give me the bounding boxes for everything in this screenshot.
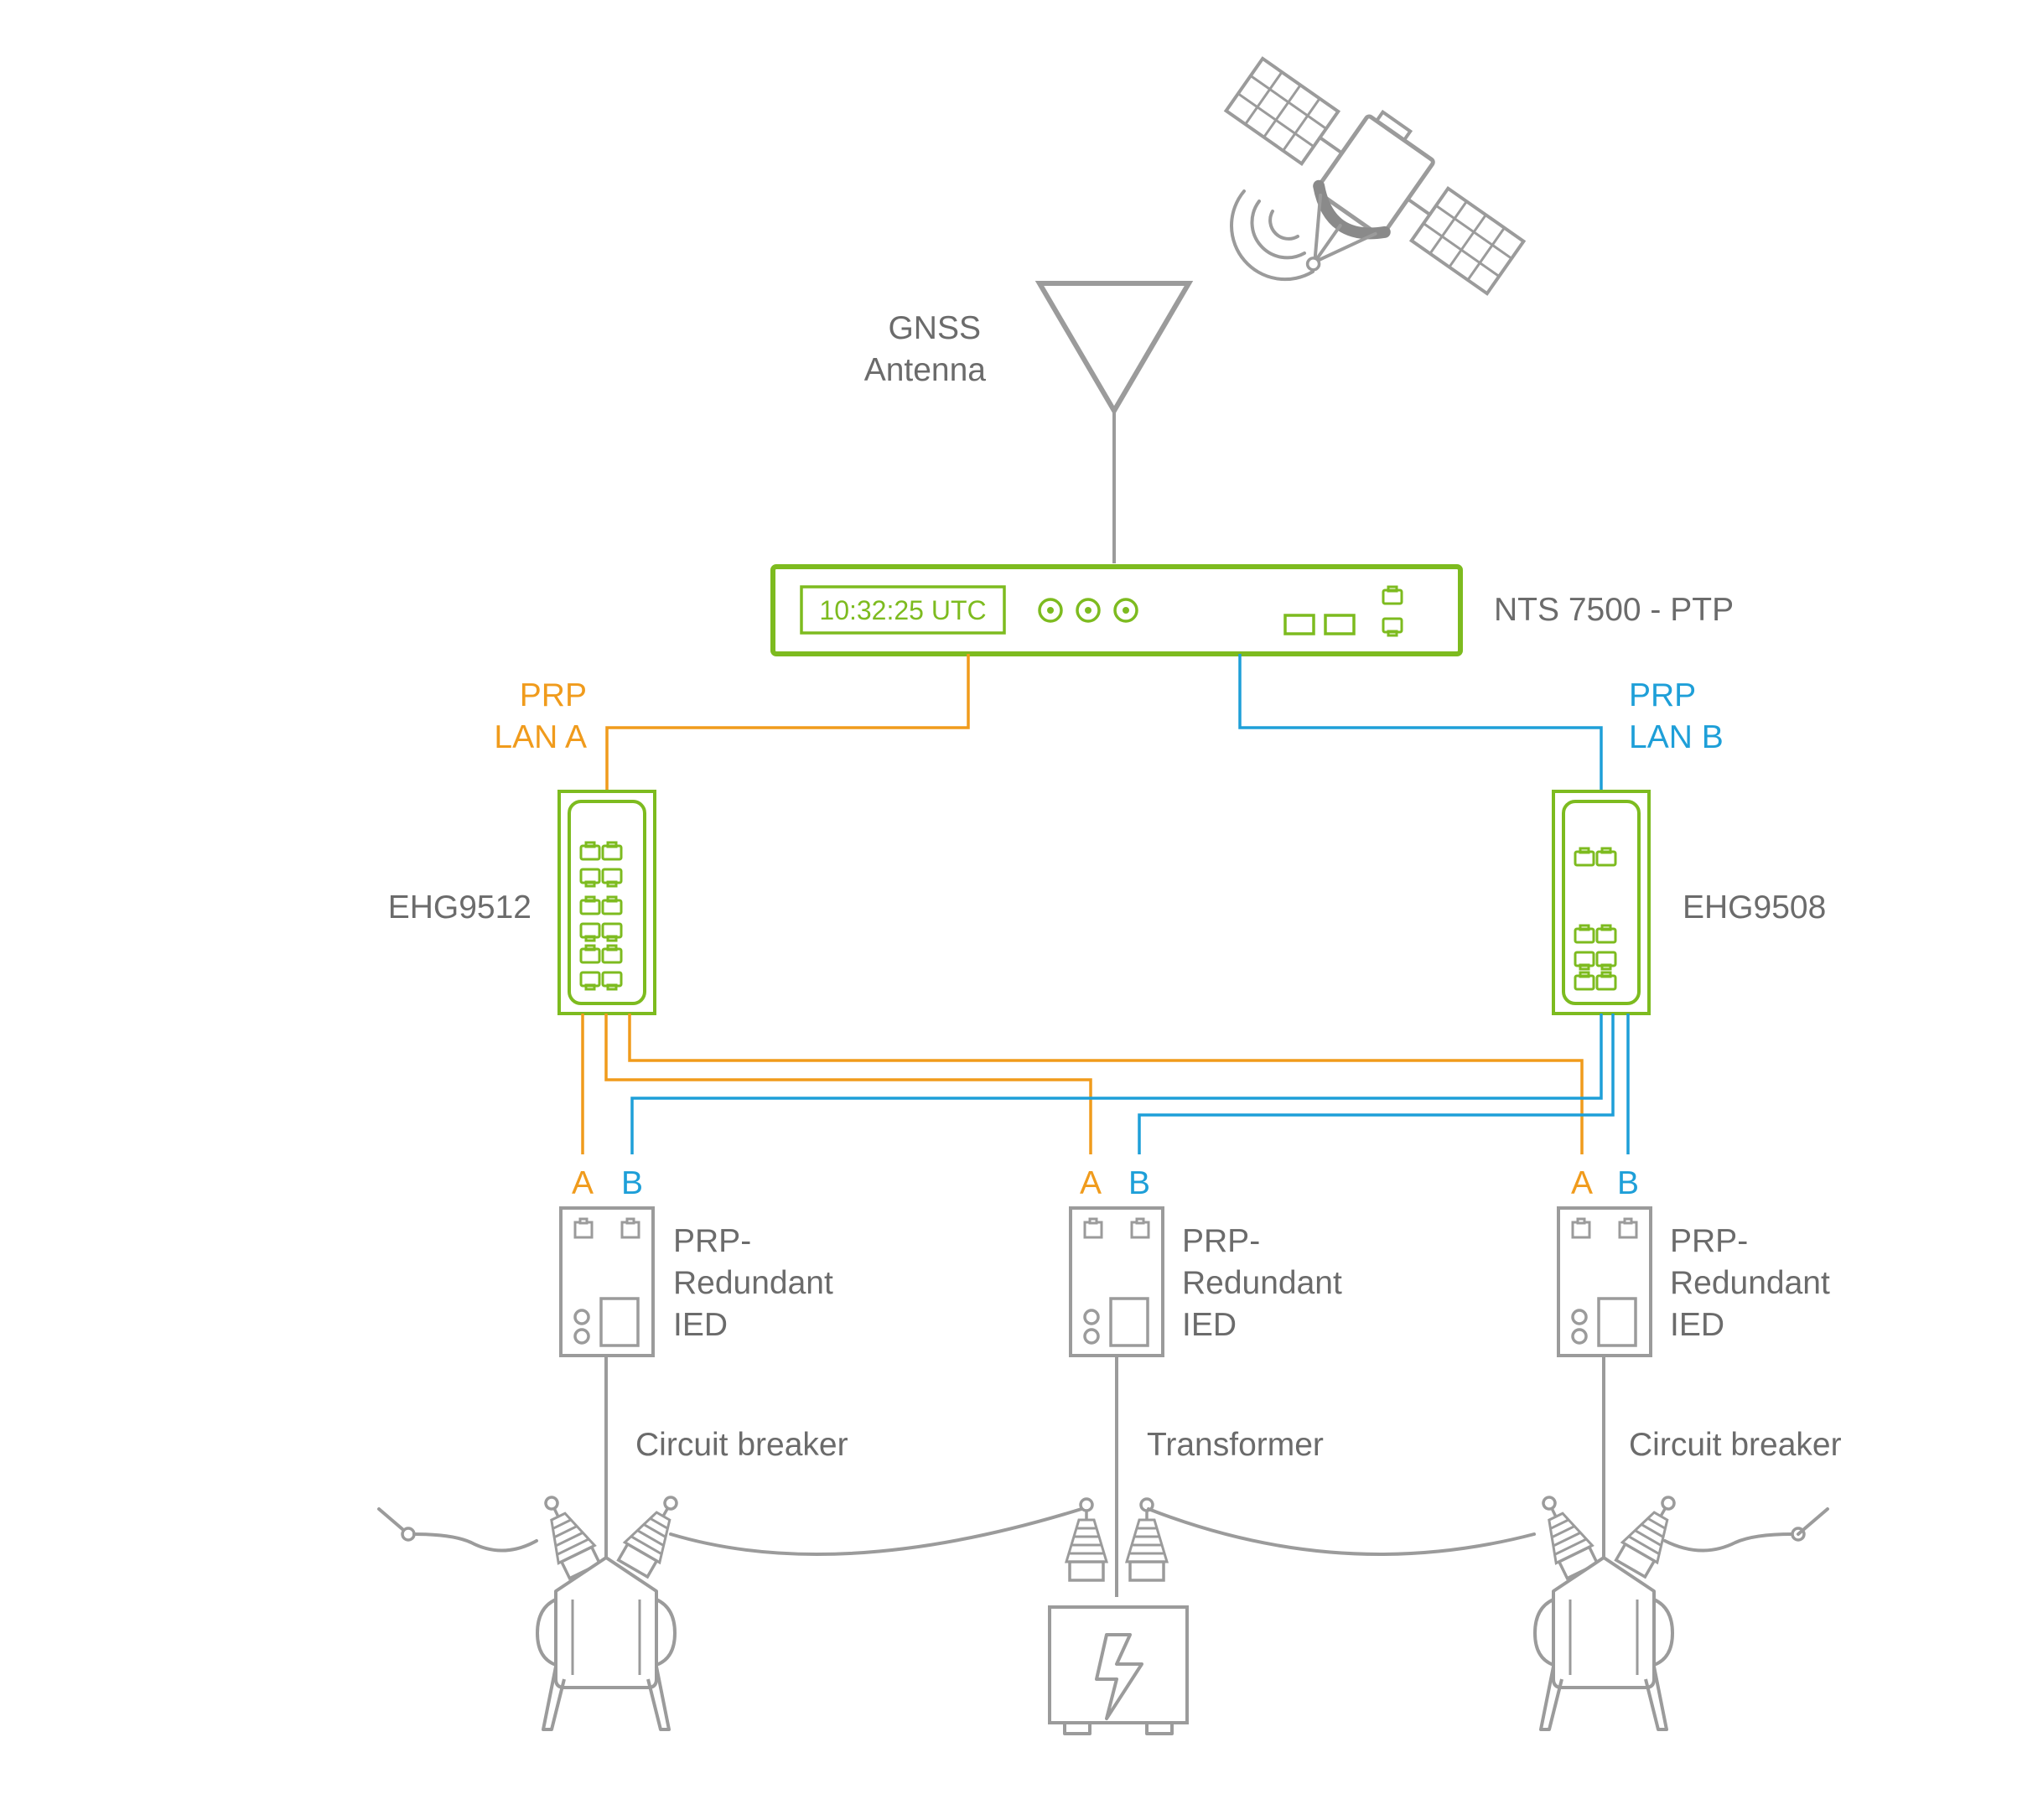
ied-device: A B PRP- Redundant IED	[1069, 1165, 1342, 1357]
lan-a-label-line2: LAN A	[494, 719, 587, 755]
status-led-icon	[1038, 598, 1138, 623]
ied-label-line2: Redundant	[1670, 1265, 1830, 1301]
circuit-breaker-icon	[1528, 1488, 1688, 1729]
server-name: NTS 7500 - PTP	[1494, 592, 1734, 628]
lan-a-uplink	[605, 654, 970, 791]
ied-device: A B PRP- Redundant IED	[1557, 1165, 1830, 1357]
ied-device: A B PRP- Redundant IED	[559, 1165, 833, 1357]
time-display	[800, 585, 1006, 635]
time-display-text: 10:32:25 UTC	[819, 595, 986, 625]
sfp-port-icon	[1283, 614, 1356, 635]
lan-b-label-line1: PRP	[1629, 677, 1696, 713]
switch-right-name: EHG9508	[1683, 889, 1826, 926]
ied-label-line3: IED	[1670, 1307, 1724, 1343]
lan-b-links	[630, 1014, 1630, 1154]
ied-label-line3: IED	[673, 1307, 728, 1343]
lan-a-links	[581, 1014, 1584, 1154]
equipment-label: Circuit breaker	[1629, 1427, 1842, 1463]
ied-port-b-label: B	[1128, 1165, 1150, 1201]
ied-port-a-label: A	[572, 1165, 594, 1201]
equipment-label: Transformer	[1147, 1427, 1324, 1463]
time-server: 10:32:25 UTC	[770, 564, 1463, 656]
ied-port-a-label: A	[1571, 1165, 1593, 1201]
switch-ehg9512	[557, 790, 656, 1015]
ied-label-line2: Redundant	[673, 1265, 833, 1301]
transformer-icon	[1048, 1497, 1189, 1735]
ied-port-b-label: B	[621, 1165, 643, 1201]
switch-left-name: EHG9512	[388, 889, 531, 926]
antenna-icon	[1034, 281, 1194, 563]
ied-port-b-label: B	[1617, 1165, 1639, 1201]
ied-label-line3: IED	[1182, 1307, 1237, 1343]
ied-label-line2: Redundant	[1182, 1265, 1342, 1301]
lan-b-label-line2: LAN B	[1629, 719, 1724, 755]
switch-ehg9508	[1552, 790, 1651, 1015]
ied-label-line1: PRP-	[673, 1223, 751, 1259]
equipment-label: Circuit breaker	[635, 1427, 848, 1463]
satellite-icon	[1223, 56, 1527, 296]
ied-port-a-label: A	[1080, 1165, 1102, 1201]
ied-label-line1: PRP-	[1182, 1223, 1260, 1259]
lan-a-label-line1: PRP	[520, 677, 587, 713]
circuit-breaker-icon	[531, 1488, 691, 1729]
gnss-label-line2: Antenna	[864, 352, 987, 388]
power-line	[377, 1507, 1829, 1556]
gnss-label-line1: GNSS	[888, 310, 981, 346]
ied-label-line1: PRP-	[1670, 1223, 1748, 1259]
lan-b-uplink	[1238, 654, 1603, 791]
